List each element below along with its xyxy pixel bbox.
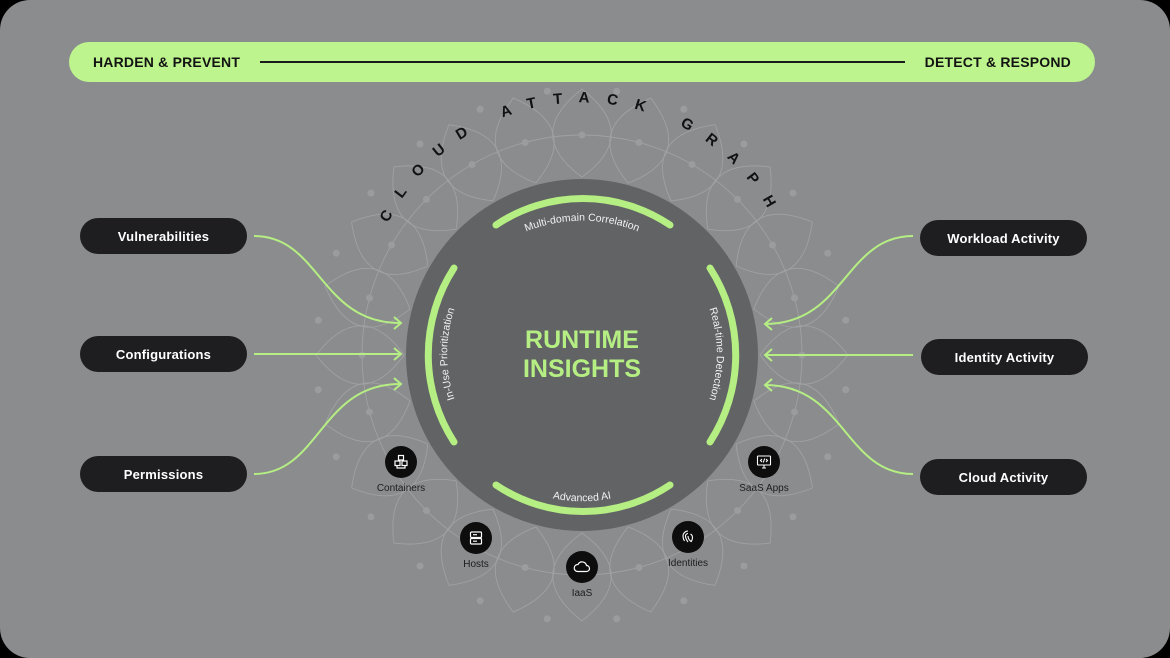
harden-prevent-label: HARDEN & PREVENT bbox=[93, 54, 241, 70]
source-saas-apps[interactable]: SaaS Apps bbox=[714, 446, 814, 494]
arc-bottom bbox=[492, 481, 674, 516]
input-identity-activity[interactable]: Identity Activity bbox=[921, 339, 1088, 375]
arc-label-bottom: Advanced AI bbox=[552, 490, 612, 505]
source-label: Identities bbox=[667, 558, 709, 569]
arc-left bbox=[424, 264, 458, 446]
input-cloud-activity[interactable]: Cloud Activity bbox=[920, 459, 1087, 495]
server-icon bbox=[460, 522, 492, 554]
source-label: Hosts bbox=[463, 559, 489, 570]
detect-respond-label: DETECT & RESPOND bbox=[924, 54, 1071, 70]
source-containers[interactable]: Containers bbox=[351, 446, 451, 494]
source-hosts[interactable]: Hosts bbox=[426, 522, 526, 570]
source-label: IaaS bbox=[571, 588, 593, 599]
capability-arcs bbox=[424, 194, 740, 516]
phase-banner: HARDEN & PREVENT DETECT & RESPOND bbox=[69, 42, 1095, 82]
right-connectors bbox=[763, 235, 914, 475]
core-circle bbox=[406, 179, 758, 531]
source-label: Containers bbox=[376, 483, 426, 494]
input-workload-activity[interactable]: Workload Activity bbox=[920, 220, 1087, 256]
cloud-icon bbox=[566, 551, 598, 583]
input-configurations[interactable]: Configurations bbox=[80, 336, 247, 372]
source-iaas[interactable]: IaaS bbox=[532, 551, 632, 599]
monitor-code-icon bbox=[748, 446, 780, 478]
center-title-line2: INSIGHTS bbox=[522, 355, 642, 383]
left-connectors bbox=[253, 235, 403, 475]
arc-right bbox=[706, 264, 740, 446]
center-title-line1: RUNTIME bbox=[525, 326, 639, 354]
input-permissions[interactable]: Permissions bbox=[80, 456, 247, 492]
containers-icon bbox=[385, 446, 417, 478]
fingerprint-icon bbox=[672, 521, 704, 553]
arc-top bbox=[492, 194, 674, 229]
petal-nodes bbox=[314, 87, 850, 623]
source-label: SaaS Apps bbox=[739, 483, 789, 494]
source-identities[interactable]: Identities bbox=[638, 521, 738, 569]
input-vulnerabilities[interactable]: Vulnerabilities bbox=[80, 218, 247, 254]
runtime-insights-title: RUNTIME INSIGHTS bbox=[482, 326, 682, 384]
banner-divider bbox=[260, 61, 905, 63]
